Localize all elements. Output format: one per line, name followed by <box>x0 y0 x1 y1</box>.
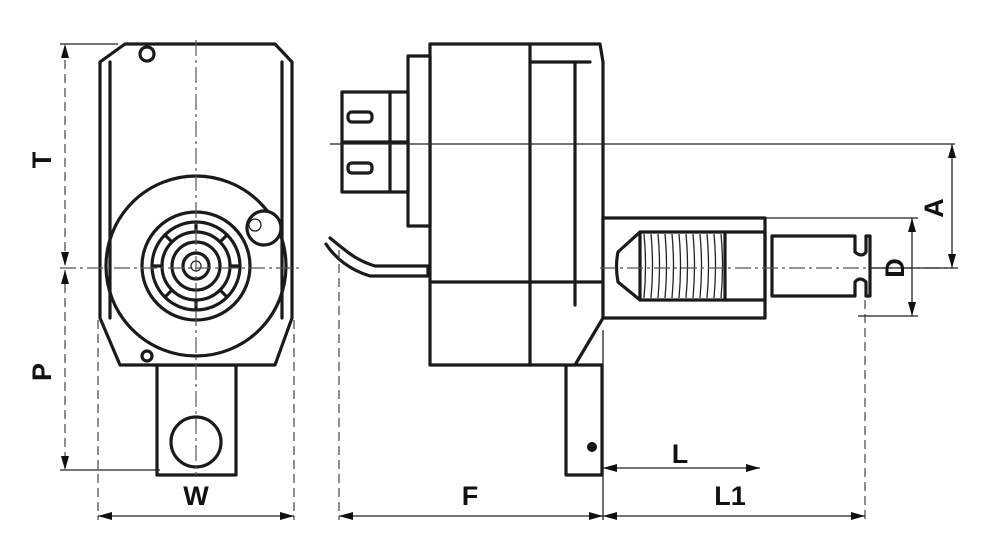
dimension-A <box>870 144 958 269</box>
front-side-boss-inner <box>248 218 262 232</box>
side-coolant-slot-2 <box>346 161 374 175</box>
side-shank-dot <box>587 442 597 452</box>
dimension-label-L1: L1 <box>714 481 746 511</box>
dimension-label-L: L <box>672 439 689 469</box>
front-view <box>60 40 302 477</box>
dimension-label-A: A <box>919 198 949 218</box>
side-spindle-nose <box>614 230 642 302</box>
side-spindle-thread <box>638 230 727 302</box>
dimension-L1 <box>603 300 866 520</box>
dimension-label-W: W <box>183 481 209 511</box>
dimension-T-P <box>60 43 160 471</box>
side-spindle-collar <box>723 230 767 302</box>
dimension-label-D: D <box>880 258 910 278</box>
dimension-label-F: F <box>462 481 479 511</box>
front-bottom-screw <box>140 349 154 363</box>
side-coolant-slot-1 <box>346 110 374 124</box>
side-flange <box>406 54 432 228</box>
front-top-screw <box>138 45 156 63</box>
dimension-L <box>603 464 760 472</box>
side-tool-end <box>770 234 872 298</box>
side-coolant-pipe <box>324 236 430 278</box>
dimension-label-P: P <box>27 363 57 381</box>
side-shank <box>564 363 604 477</box>
front-housing-inner-edge <box>108 60 284 320</box>
front-side-boss <box>245 209 283 247</box>
dimension-D <box>765 217 918 317</box>
dimension-W <box>97 320 295 520</box>
side-view <box>324 42 955 477</box>
dimension-F <box>338 250 604 520</box>
side-main-body <box>428 42 605 367</box>
dimension-label-T: T <box>27 151 57 168</box>
